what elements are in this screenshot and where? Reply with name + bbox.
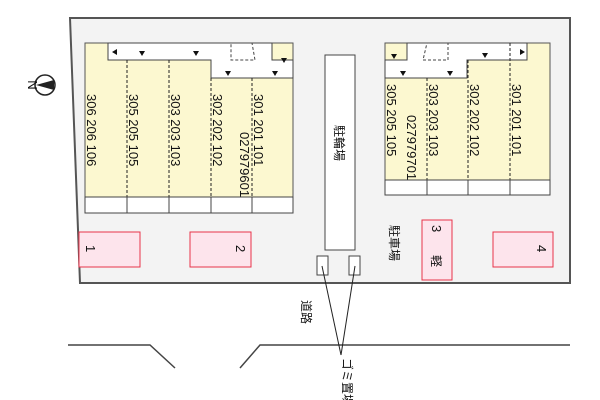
- unit-label: 301 201 101: [251, 94, 266, 166]
- road-edge: [239, 344, 570, 369]
- right-building: 305 205 105 027979701 303 203 103 302 20…: [384, 42, 551, 196]
- garbage-bin: [348, 255, 361, 276]
- compass-icon: N: [25, 74, 56, 96]
- svg-text:2: 2: [233, 245, 248, 252]
- road-edge: [68, 344, 176, 369]
- compass-label: N: [25, 80, 40, 89]
- unit-label: 305 205 105: [384, 84, 399, 156]
- parking-space: 1: [78, 231, 141, 268]
- bicycle-parking: [324, 54, 356, 251]
- parking-lot-label: 駐車場: [387, 225, 402, 261]
- unit-label: 303 203 103: [168, 94, 183, 166]
- garbage-label: ゴミ置場: [340, 358, 355, 400]
- unit-label: 302 202 102: [467, 84, 482, 156]
- building-code: 027979701: [404, 115, 419, 180]
- road-label: 道路: [299, 300, 314, 324]
- unit-label: 306 206 106: [84, 94, 99, 166]
- garbage-bin: [316, 255, 329, 276]
- parking-space: 2: [189, 231, 252, 268]
- unit-label: 302 202 102: [210, 94, 225, 166]
- parking-space: 3 軽: [421, 219, 453, 281]
- left-building: 306 206 106 305 205 105 303 203 103 302 …: [84, 42, 294, 214]
- unit-label: 303 203 103: [426, 84, 441, 156]
- svg-text:3: 3: [429, 225, 444, 232]
- building-code: 027979601: [237, 132, 252, 197]
- svg-text:1: 1: [83, 245, 98, 252]
- svg-text:軽: 軽: [429, 255, 443, 267]
- svg-text:4: 4: [534, 245, 549, 252]
- bicycle-parking-label: 駐輪場: [332, 125, 347, 161]
- parking-space: 4: [492, 231, 554, 268]
- unit-label: 305 205 105: [126, 94, 141, 166]
- unit-label: 301 201 101: [509, 84, 524, 156]
